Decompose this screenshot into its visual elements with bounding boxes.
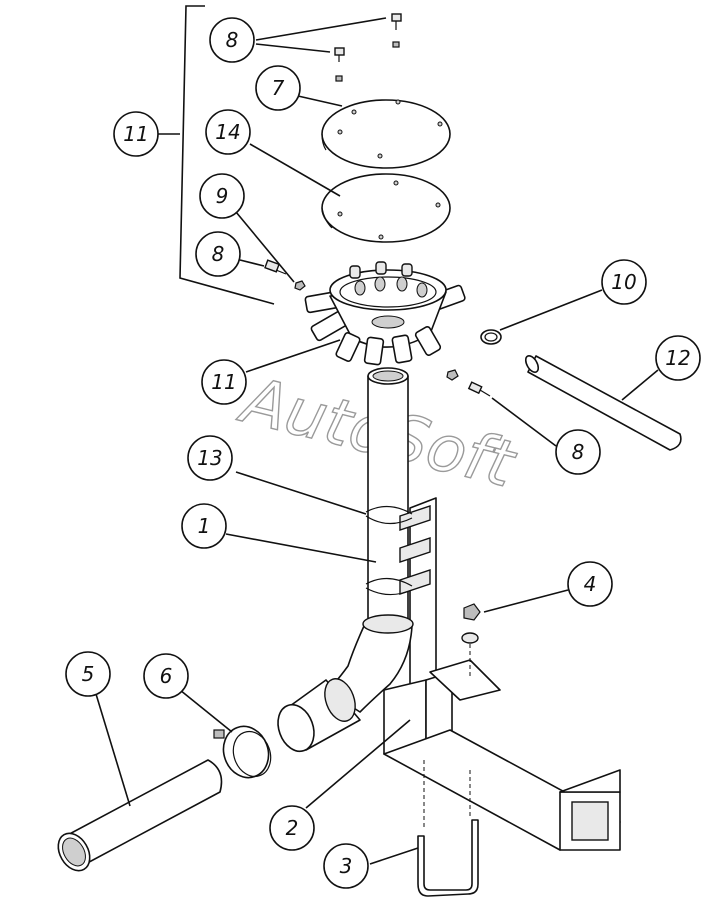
- callout-11-mid: 11: [201, 359, 247, 405]
- callout-label: 4: [584, 572, 597, 596]
- u-bolt-3: [417, 760, 479, 897]
- hose-pipe-5: [57, 759, 223, 872]
- callout-label: 3: [340, 854, 353, 878]
- clamp-ring-10: [480, 329, 502, 345]
- callout-label: 11: [123, 122, 148, 146]
- callout-9: 9: [199, 173, 245, 219]
- callout-10: 10: [601, 259, 647, 305]
- callout-label: 14: [215, 120, 240, 144]
- callout-14: 14: [205, 109, 251, 155]
- callout-label: 5: [82, 662, 95, 686]
- cover-plate-7: [321, 99, 451, 169]
- callout-5: 5: [65, 651, 111, 697]
- base-frame-2: [383, 659, 621, 851]
- callout-3: 3: [323, 843, 369, 889]
- vertical-tube: [367, 367, 409, 629]
- callout-4: 4: [567, 561, 613, 607]
- right-bolt: [446, 369, 491, 397]
- callout-label: 8: [212, 242, 225, 266]
- elbow-pipe: [277, 614, 414, 753]
- side-screw-and-nut: [264, 259, 306, 291]
- hose-clamp-6: [213, 725, 272, 779]
- callout-12: 12: [655, 335, 701, 381]
- callout-6: 6: [143, 653, 189, 699]
- nut-and-washer-4: [461, 603, 481, 676]
- gasket-plate-14: [321, 173, 451, 243]
- leader-lines: [95, 17, 659, 865]
- callout-label: 12: [665, 346, 690, 370]
- callout-label: 7: [272, 76, 285, 100]
- top-screws: [334, 13, 402, 82]
- callout-label: 6: [160, 664, 173, 688]
- u-clamps: [365, 505, 413, 596]
- callout-8-top: 8: [209, 17, 255, 63]
- callout-7: 7: [255, 65, 301, 111]
- callout-label: 8: [226, 28, 239, 52]
- callout-label: 9: [216, 184, 229, 208]
- callout-label: 10: [611, 270, 636, 294]
- callout-label: 2: [286, 816, 299, 840]
- rod-12: [524, 355, 682, 451]
- callout-1: 1: [181, 503, 227, 549]
- callout-13: 13: [187, 435, 233, 481]
- callout-8-right: 8: [555, 429, 601, 475]
- callout-8-left: 8: [195, 231, 241, 277]
- callout-label: 1: [198, 514, 211, 538]
- callout-11-top: 11: [113, 111, 159, 157]
- group-bracket-11: [179, 5, 275, 305]
- callout-label: 8: [572, 440, 585, 464]
- distributor-head-11: [304, 261, 466, 366]
- callout-2: 2: [269, 805, 315, 851]
- callout-label: 11: [211, 370, 236, 394]
- callout-label: 13: [197, 446, 222, 470]
